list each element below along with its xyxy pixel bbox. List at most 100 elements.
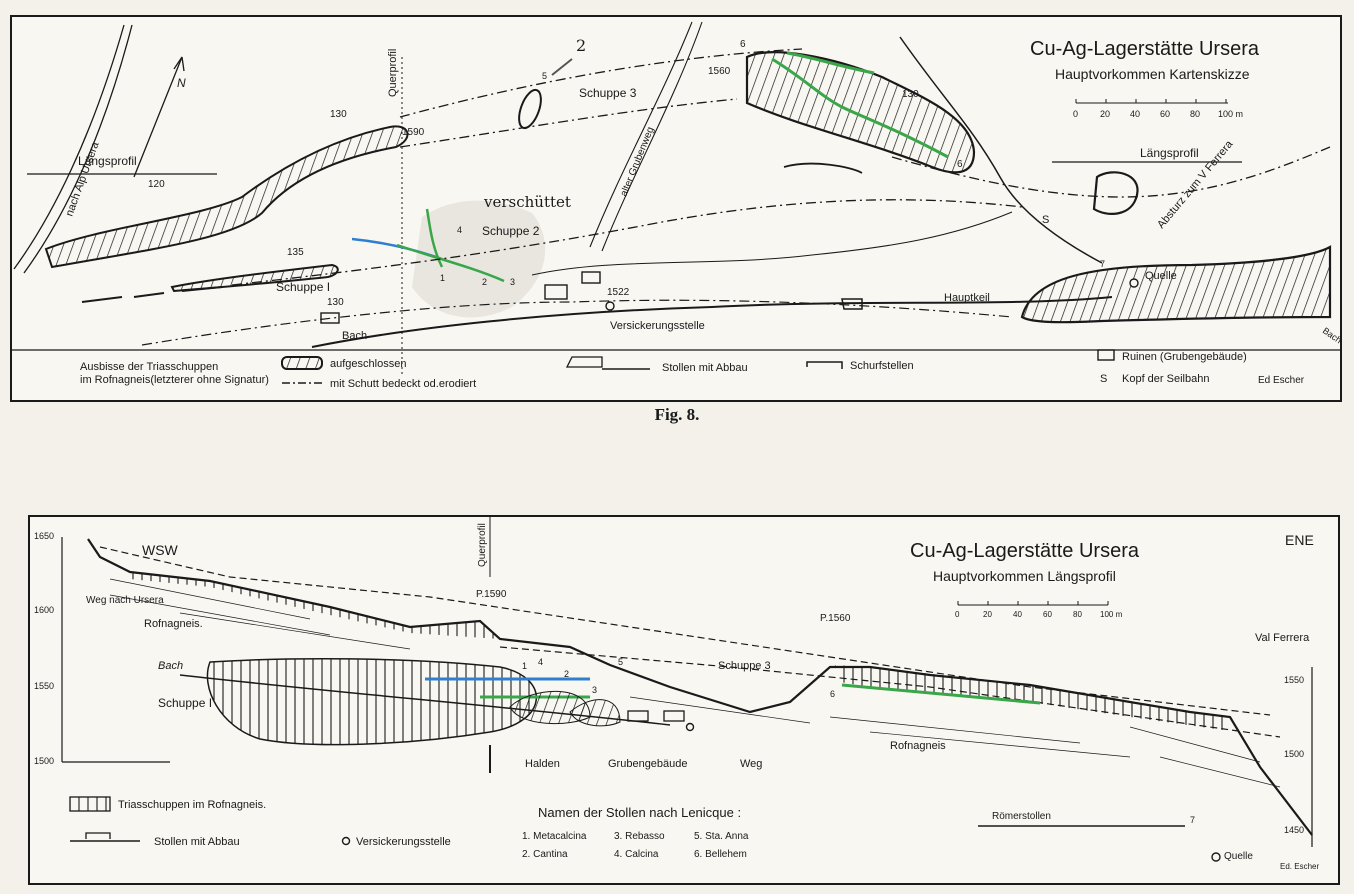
profile-title: Cu-Ag-Lagerstätte Ursera: [910, 540, 1140, 562]
stollen-6a: 6: [740, 39, 746, 50]
grubenweg-label: alter Grubenweg: [619, 125, 657, 198]
schuppe1-label: Schuppe I: [276, 280, 330, 294]
schuppe2-line: [231, 199, 1023, 286]
grubenweg-line: [589, 21, 693, 248]
legend-schurf-swatch: [806, 361, 843, 369]
quelle-label: Quelle: [1145, 270, 1177, 282]
map-scale-60: 60: [1160, 109, 1170, 119]
profile-legend-hatch: [69, 796, 111, 812]
halden-2: [569, 699, 621, 727]
legend-schutt: mit Schutt bedeckt od.erodiert: [330, 378, 476, 390]
prof-stollen-2: 2: [564, 669, 569, 679]
green-stollen-upper: [771, 57, 949, 159]
profile-green-stollen-right: [841, 683, 1041, 705]
profile-legend-stollen-swatch: [85, 832, 111, 839]
profile-quelle-label: Quelle: [1224, 851, 1253, 862]
hauptkeil-body: [1020, 245, 1332, 324]
versickerung-label: Versickerungsstelle: [610, 320, 705, 332]
profile-scale-20: 20: [983, 610, 992, 619]
gneiss-lines: [109, 578, 1281, 788]
schuppe1-body: [206, 657, 538, 746]
profile-querprofil-label: Querprofil: [477, 523, 488, 567]
stollen-3: 3: [510, 277, 515, 287]
north-arrow-head: [173, 56, 185, 72]
map-scale-80: 80: [1190, 109, 1200, 119]
dip-1: 130: [330, 109, 347, 120]
map-title: Cu-Ag-Lagerstätte Ursera: [1030, 38, 1260, 60]
stollen-name-4: 4. Calcina: [614, 849, 659, 860]
profile-versickerung-symbol: [685, 722, 695, 732]
map-subtitle: Hauptvorkommen Kartenskizze: [1055, 66, 1250, 82]
bach-label: Bach: [342, 330, 367, 342]
legend-seilbahn: Kopf der Seilbahn: [1122, 373, 1209, 385]
legend-ruinen: Ruinen (Grubengebäude): [1122, 351, 1247, 363]
dip-2: 120: [148, 179, 165, 190]
stollen-6b: 6: [957, 159, 963, 170]
p1590-label: P.1590: [476, 589, 507, 600]
axis-left-1600: 1600: [34, 605, 54, 615]
profile-subtitle: Hauptvorkommen Längsprofil: [933, 568, 1116, 584]
profile-scale-60: 60: [1043, 610, 1052, 619]
prof-stollen-1: 1: [522, 661, 527, 671]
hauptkeil-label: Hauptkeil: [944, 292, 990, 304]
stollen-mark-map: [841, 298, 863, 310]
rofnagneis-left-label: Rofnagneis.: [144, 618, 203, 630]
quelle-symbol: [1129, 278, 1139, 288]
map-scale-20: 20: [1100, 109, 1110, 119]
green-stollen-map-2: [425, 208, 444, 268]
arrow-note: 2: [576, 36, 586, 55]
schuppe1-dashes: [81, 286, 223, 303]
profile-quelle-symbol: [1211, 852, 1221, 862]
bach-line: [311, 296, 1113, 348]
p1560-label: P.1560: [820, 613, 851, 624]
profile-author: Ed. Escher: [1280, 862, 1319, 871]
stollen-4: 4: [457, 225, 462, 235]
schuppe-line-right: [891, 146, 1331, 198]
grubengebaeude-1: [627, 710, 649, 722]
map-drawing: nach Alp Ursera N Längsprofil Querprofil…: [12, 21, 1340, 390]
stollen-7: 7: [1100, 259, 1105, 269]
weg-bottom-label: Weg: [740, 758, 762, 770]
profile-scale-40: 40: [1013, 610, 1022, 619]
dip-3: 130: [902, 89, 919, 100]
elev-1522: 1522: [607, 287, 630, 298]
laengsprofil-right-label: Längsprofil: [1140, 146, 1199, 160]
profile-legend-stollen: Stollen mit Abbau: [154, 836, 240, 848]
legend-schurf: Schurfstellen: [850, 360, 914, 372]
profile-legend-trias: Triasschuppen im Rofnagneis.: [118, 799, 266, 811]
versickerung-symbol: [605, 301, 615, 311]
stollen-name-1: 1. Metacalcina: [522, 831, 587, 842]
axis-right-1500: 1500: [1284, 749, 1304, 759]
alp-label: nach Alp Ursera: [64, 140, 102, 218]
profile-scale-ticks: [957, 601, 1109, 605]
querprofil-label: Querprofil: [387, 49, 399, 97]
road-alp-ursera: [13, 24, 125, 270]
verschuettet-note: verschüttet: [483, 193, 571, 211]
arrow-note-pointer: [551, 58, 573, 76]
green-stollen-map: [396, 243, 505, 283]
legend-hatch-swatch: [281, 356, 323, 370]
bach-dashline: [141, 299, 1013, 346]
map-author: Ed Escher: [1258, 375, 1305, 386]
schuppe3-label: Schuppe 3: [579, 86, 637, 100]
stollen-1: 1: [440, 273, 445, 283]
schuppe3-line-bottom: [399, 98, 738, 148]
legend-aussiss-2: im Rofnagneis(letzterer ohne Signatur): [80, 374, 269, 386]
laengsprofil-left-label: Längsprofil: [78, 154, 137, 168]
wsw-label: WSW: [142, 542, 179, 558]
profile-legend-versickerung: Versickerungsstelle: [356, 836, 451, 848]
legend-aussiss-1: Ausbisse der Triasschuppen: [80, 361, 218, 373]
trias-band-1: [44, 125, 409, 269]
axis-right-1450: 1450: [1284, 825, 1304, 835]
ruin-2: [581, 271, 601, 284]
stollen-names-heading: Namen der Stollen nach Lenicque :: [538, 805, 741, 820]
weg-label: Weg nach Ursera: [86, 595, 164, 606]
profile-bach-label: Bach: [158, 660, 183, 672]
ruin-1: [544, 284, 568, 300]
profile-schuppe1-label: Schuppe I: [158, 696, 212, 710]
elev-1590: 1590: [402, 127, 425, 138]
profile-legend-versickerung-symbol: [341, 836, 351, 846]
elev-1560: 1560: [708, 66, 731, 77]
prof-stollen-7: 7: [1190, 815, 1195, 825]
legend-aufgeschlossen: aufgeschlossen: [330, 358, 406, 370]
